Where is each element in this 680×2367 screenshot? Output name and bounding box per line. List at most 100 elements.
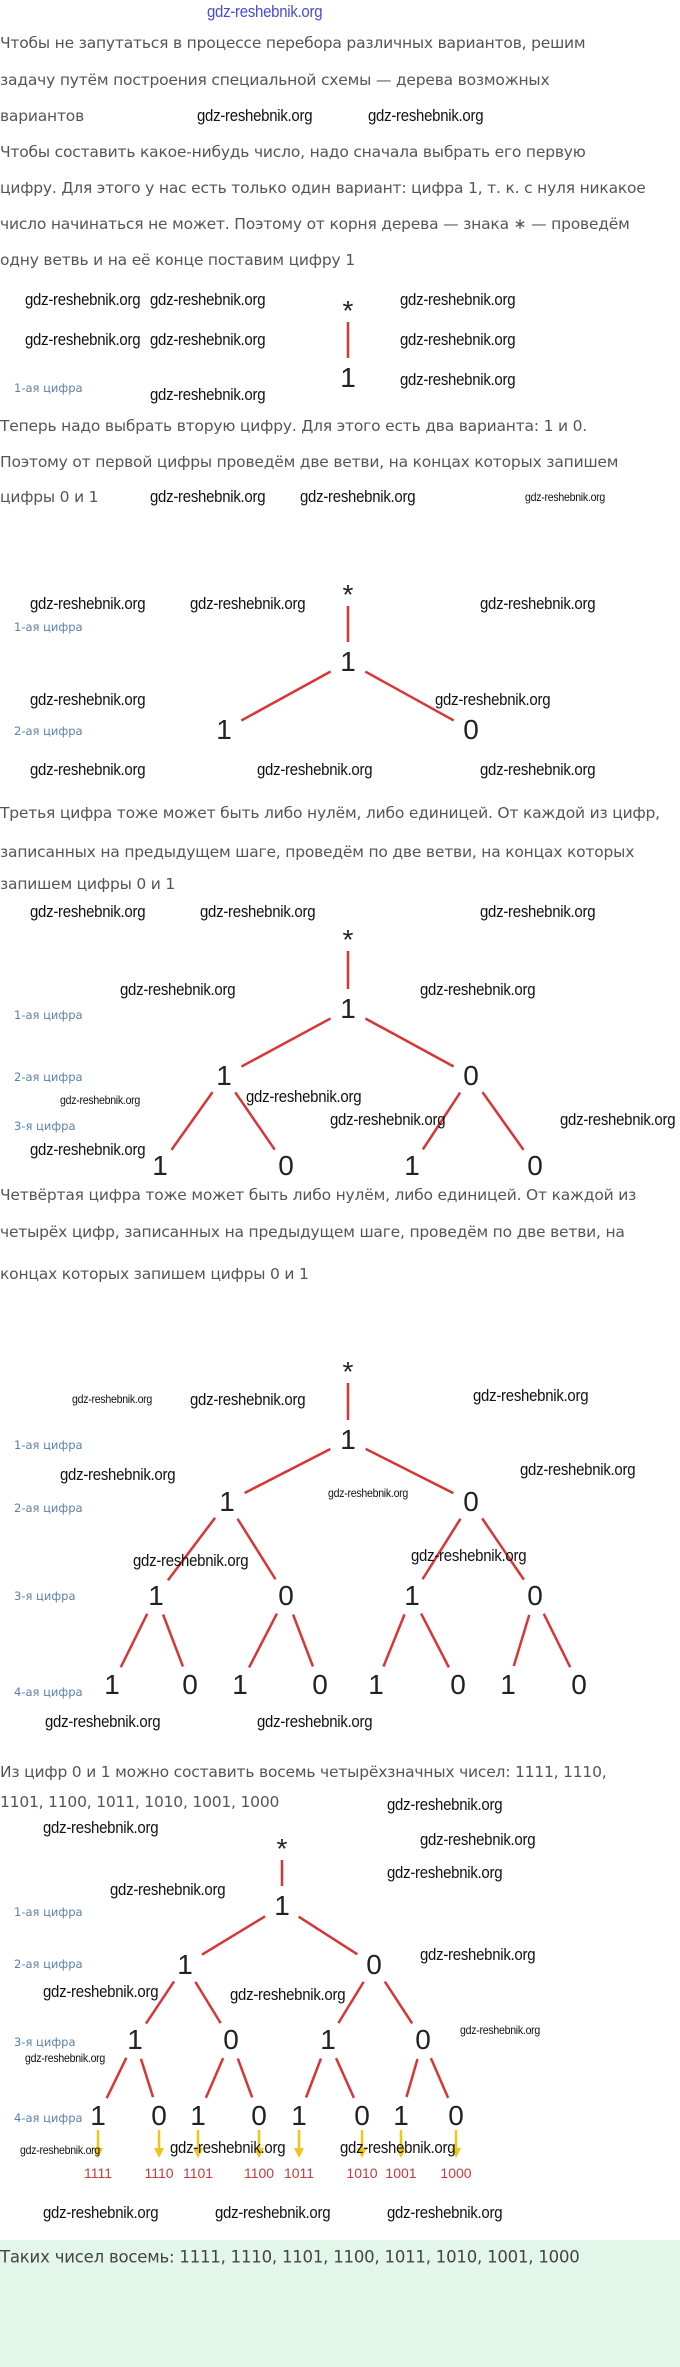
branch bbox=[512, 1614, 531, 1667]
tree-node: 0 bbox=[571, 1669, 587, 1700]
paragraph-line: вариантов bbox=[0, 107, 85, 125]
watermark: gdz-reshebnik.org bbox=[190, 1390, 306, 1409]
level-label: 3-я цифра bbox=[14, 1589, 76, 1603]
tree-node: 0 bbox=[450, 1669, 466, 1700]
level-label: 4-ая цифра bbox=[14, 1685, 83, 1699]
branch bbox=[297, 1915, 359, 1956]
paragraph-line: цифру. Для этого у нас есть только один … bbox=[0, 179, 646, 197]
branch bbox=[240, 670, 332, 722]
branch bbox=[405, 2058, 419, 2098]
watermark: gdz-reshebnik.org bbox=[520, 1460, 636, 1479]
tree-node: 0 bbox=[415, 2024, 431, 2055]
watermark: gdz-reshebnik.org bbox=[30, 690, 146, 709]
tree-node: 1 bbox=[90, 2100, 106, 2131]
branch bbox=[119, 1613, 149, 1668]
arrow-down-icon bbox=[451, 2148, 461, 2158]
watermark: gdz-reshebnik.org bbox=[328, 1486, 409, 1500]
branch bbox=[166, 1517, 217, 1581]
branch bbox=[204, 2057, 225, 2099]
watermark: gdz-reshebnik.org bbox=[30, 760, 146, 779]
level-label: 2-ая цифра bbox=[14, 1957, 83, 1971]
tree-node: 1 bbox=[291, 2100, 307, 2131]
arrow-down-icon bbox=[193, 2148, 203, 2158]
tree-node: 1 bbox=[500, 1669, 516, 1700]
branch bbox=[244, 1447, 331, 1495]
paragraph-line: Третья цифра тоже может быть либо нулём,… bbox=[0, 804, 660, 822]
watermark: gdz-reshebnik.org bbox=[170, 2138, 286, 2157]
conclusion-band: Таких чисел восемь: 1111, 1110, 1101, 11… bbox=[0, 2240, 680, 2367]
conclusion-text: Таких чисел восемь: 1111, 1110, 1101, 11… bbox=[0, 2247, 580, 2267]
paragraph-line: Из цифр 0 и 1 можно составить восемь чет… bbox=[0, 1763, 607, 1781]
watermark: gdz-reshebnik.org bbox=[25, 290, 141, 309]
watermark: gdz-reshebnik.org bbox=[420, 1830, 536, 1849]
watermark: gdz-reshebnik.org bbox=[400, 290, 516, 309]
watermark: gdz-reshebnik.org bbox=[330, 1110, 446, 1129]
watermark: gdz-reshebnik.org bbox=[400, 330, 516, 349]
tree-node: 0 bbox=[151, 2100, 167, 2131]
branch bbox=[481, 1517, 525, 1581]
watermark: gdz-reshebnik.org bbox=[25, 2051, 106, 2065]
tree-node: 0 bbox=[463, 714, 479, 745]
tree-node: 0 bbox=[251, 2100, 267, 2131]
root-star: * bbox=[342, 579, 354, 610]
tree-node: 1 bbox=[320, 2024, 336, 2055]
branch bbox=[161, 1614, 185, 1667]
watermark: gdz-reshebnik.org bbox=[150, 290, 266, 309]
tree-node: 1 bbox=[232, 1669, 248, 1700]
paragraph-line: число начинаться не может. Поэтому от ко… bbox=[0, 215, 630, 233]
branch bbox=[304, 2058, 323, 2098]
tree-node: 1 bbox=[340, 1424, 356, 1455]
paragraph-line: одну ветвь и на её конце поставим цифру … bbox=[0, 251, 355, 269]
branch bbox=[334, 2057, 356, 2099]
branch bbox=[105, 2057, 128, 2099]
watermark: gdz-reshebnik.org bbox=[480, 594, 596, 613]
arrow-down-icon bbox=[294, 2148, 304, 2158]
watermark: gdz-reshebnik.org bbox=[560, 1110, 676, 1129]
watermark: gdz-reshebnik.org bbox=[435, 690, 551, 709]
branch bbox=[364, 1017, 455, 1068]
branch bbox=[383, 1980, 414, 2025]
tree-node: 0 bbox=[448, 2100, 464, 2131]
watermark: gdz-reshebnik.org bbox=[30, 1140, 146, 1159]
watermark: gdz-reshebnik.org bbox=[60, 1093, 141, 1107]
watermark: gdz-reshebnik.org bbox=[215, 2203, 331, 2222]
watermark: gdz-reshebnik.org bbox=[420, 980, 536, 999]
watermark: gdz-reshebnik.org bbox=[200, 902, 316, 921]
result-number: 1100 bbox=[243, 2165, 275, 2181]
paragraph-line: четырёх цифр, записанных на предыдущем ш… bbox=[0, 1223, 625, 1241]
watermark: gdz-reshebnik.org bbox=[43, 1818, 159, 1837]
watermark: gdz-reshebnik.org bbox=[525, 490, 606, 504]
branch bbox=[236, 1518, 277, 1580]
level-label: 1-ая цифра bbox=[14, 1905, 83, 1919]
watermark: gdz-reshebnik.org bbox=[387, 2203, 503, 2222]
watermark: gdz-reshebnik.org bbox=[20, 2143, 101, 2157]
tree-node: 1 bbox=[219, 1486, 235, 1517]
result-number: 1110 bbox=[144, 2165, 174, 2181]
watermark: gdz-reshebnik.org bbox=[43, 2203, 159, 2222]
watermark: gdz-reshebnik.org bbox=[150, 330, 266, 349]
tree-node: 1 bbox=[216, 714, 232, 745]
arrow-down-icon bbox=[254, 2148, 264, 2158]
paragraph-line: Четвёртая цифра тоже может быть либо нул… bbox=[0, 1186, 637, 1204]
watermark: gdz-reshebnik.org bbox=[257, 1712, 373, 1731]
watermark: gdz-reshebnik.org bbox=[257, 760, 373, 779]
tree-node: 0 bbox=[278, 1580, 294, 1611]
branch bbox=[421, 1518, 462, 1580]
watermark: gdz-reshebnik.org bbox=[72, 1392, 153, 1406]
paragraph-line: цифры 0 и 1 bbox=[0, 488, 99, 506]
watermark: gdz-reshebnik.org bbox=[120, 980, 236, 999]
paragraph-line: Чтобы составить какое-нибудь число, надо… bbox=[0, 143, 586, 161]
level-label: 1-ая цифра bbox=[14, 381, 83, 395]
level-label: 2-ая цифра bbox=[14, 1070, 83, 1084]
level-label: 1-ая цифра bbox=[14, 620, 83, 634]
arrow-down-icon bbox=[154, 2148, 164, 2158]
watermark-header: gdz-reshebnik.org bbox=[207, 2, 323, 21]
watermark: gdz-reshebnik.org bbox=[230, 1985, 346, 2004]
watermark: gdz-reshebnik.org bbox=[60, 1465, 176, 1484]
level-label: 3-я цифра bbox=[14, 2035, 76, 2049]
tree-node: 1 bbox=[368, 1669, 384, 1700]
root-star: * bbox=[276, 1833, 288, 1864]
tree-node: 1 bbox=[152, 1150, 168, 1181]
